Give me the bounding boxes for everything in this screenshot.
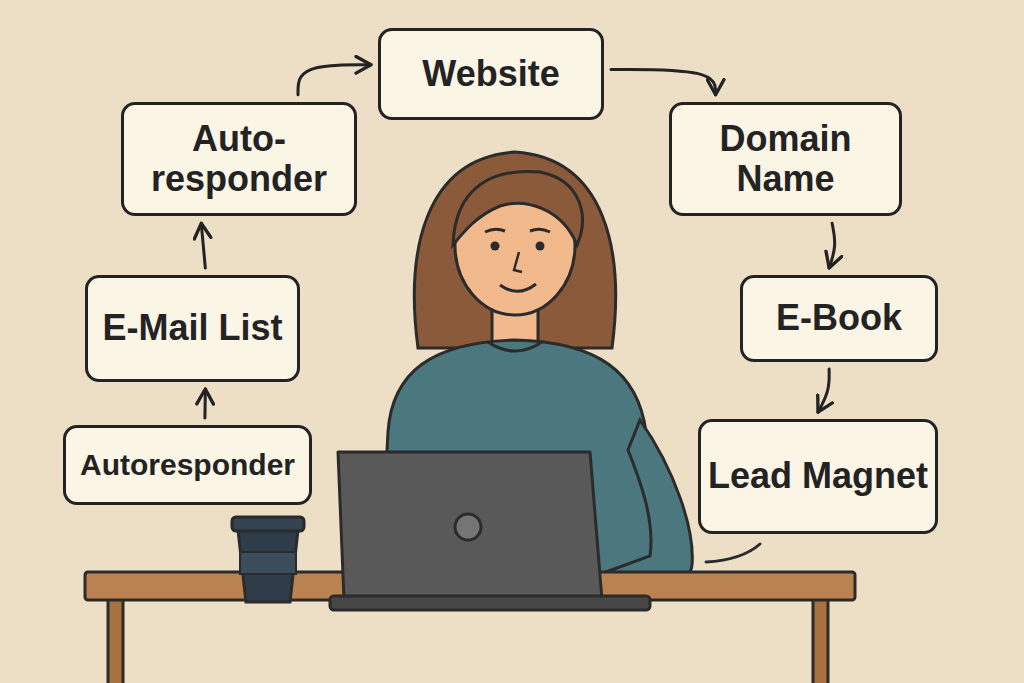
- laptop-base: [330, 596, 650, 610]
- box-label: E-Mail List: [102, 308, 282, 348]
- flow-arrow: [818, 369, 829, 412]
- table-leg: [108, 598, 123, 683]
- box-label: Auto- responder: [124, 119, 354, 200]
- process-box: Website: [378, 28, 604, 120]
- flow-arrow: [829, 223, 835, 268]
- flow-arrow: [298, 65, 371, 95]
- process-box: Lead Magnet: [698, 419, 938, 534]
- process-box: Autoresponder: [63, 425, 312, 505]
- eye: [491, 242, 500, 251]
- box-label: Lead Magnet: [708, 456, 928, 496]
- process-box: Auto- responder: [121, 102, 357, 217]
- laptop-lid: [338, 452, 602, 600]
- tail-line: [706, 544, 760, 562]
- cup-sleeve: [240, 552, 296, 574]
- box-label: Autoresponder: [80, 448, 295, 482]
- process-box: E-Mail List: [85, 275, 299, 382]
- hair: [414, 152, 615, 348]
- flow-arrow: [611, 69, 716, 94]
- box-label: Website: [422, 54, 559, 94]
- eyebrow: [485, 229, 505, 232]
- nose: [514, 252, 522, 272]
- cup: [238, 530, 298, 602]
- smile: [500, 284, 536, 291]
- eyebrow: [530, 229, 550, 232]
- fringe: [453, 171, 582, 245]
- flow-arrow: [203, 389, 206, 418]
- process-box: Domain Name: [669, 102, 902, 217]
- arm: [606, 420, 692, 590]
- cup-lid: [232, 517, 304, 531]
- box-label: E-Book: [776, 298, 902, 338]
- process-box: E-Book: [740, 275, 938, 362]
- eye: [536, 242, 545, 251]
- box-label: Domain Name: [672, 119, 899, 200]
- collar: [488, 342, 542, 351]
- flow-arrow: [201, 223, 205, 268]
- table-leg: [813, 598, 828, 683]
- laptop-logo: [455, 514, 481, 540]
